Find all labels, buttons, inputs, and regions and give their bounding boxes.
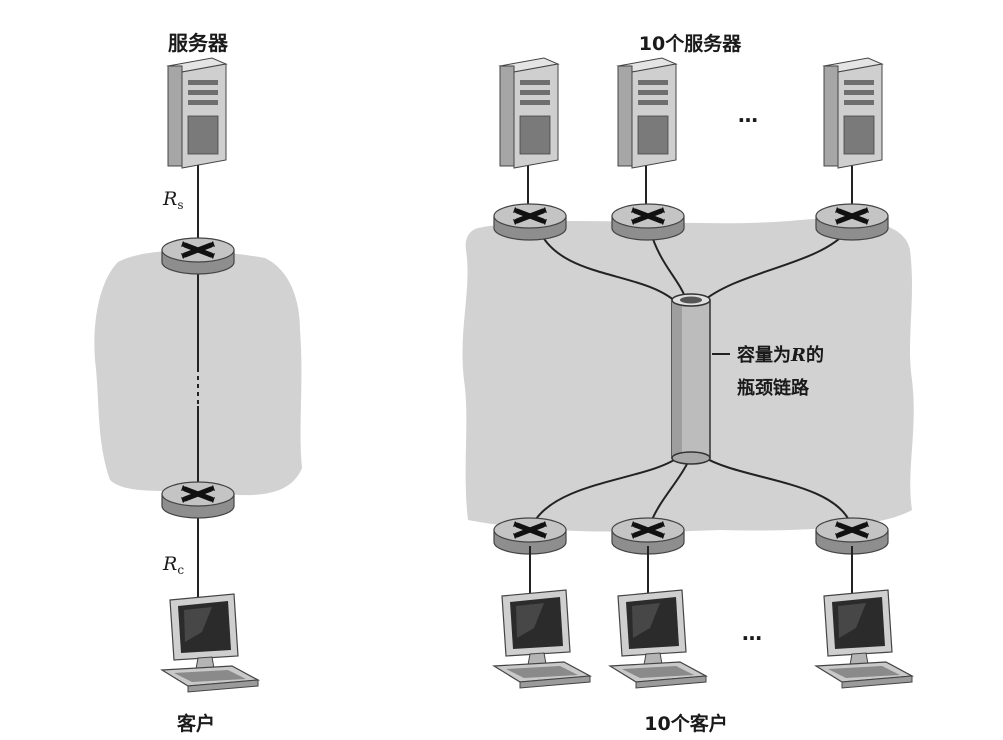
rs-label: Rs	[162, 188, 183, 212]
right-network: 10个服务器 … … 10个客户 容量为R的 瓶颈链路	[462, 32, 914, 735]
rs-sub: s	[177, 198, 183, 212]
servers-label: 10个服务器	[639, 32, 742, 55]
router-top-3	[816, 204, 888, 240]
router-top-1	[494, 204, 566, 240]
clients-label: 10个客户	[644, 712, 727, 735]
client-icon-3	[815, 589, 913, 689]
left-network-cloud	[94, 250, 302, 496]
bottleneck-pre: 容量为	[737, 344, 791, 366]
link-r3-pipe	[701, 229, 849, 303]
bottleneck-var: R	[790, 345, 806, 366]
client-icon-1	[493, 589, 591, 689]
rc-sub: c	[177, 563, 184, 577]
left-server-icon	[167, 57, 227, 169]
client-icon-2	[609, 589, 707, 689]
servers-ellipsis: …	[738, 103, 758, 127]
link-pipe-c3	[701, 455, 851, 523]
left-router-top	[162, 238, 234, 274]
rc-main: R	[162, 553, 177, 575]
left-router-bottom	[162, 482, 234, 518]
link-r1-pipe	[537, 227, 677, 303]
bottleneck-label-line2: 瓶颈链路	[737, 377, 810, 399]
bottleneck-link	[671, 293, 711, 465]
server-icon-3	[823, 57, 883, 169]
server-icon-2	[617, 57, 677, 169]
router-top-2	[612, 204, 684, 240]
left-server-label: 服务器	[168, 31, 229, 55]
clients-ellipsis: …	[742, 621, 762, 645]
left-client-label: 客户	[177, 712, 215, 735]
rc-label: Rc	[162, 553, 184, 577]
link-pipe-c1	[533, 455, 681, 523]
left-client-icon	[161, 593, 259, 693]
bottleneck-post: 的	[806, 344, 824, 366]
server-icon-1	[499, 57, 559, 169]
left-network: 服务器 Rs Rc 客户	[94, 31, 302, 735]
rs-main: R	[162, 188, 177, 210]
bottleneck-label-line1: 容量为R的	[737, 344, 824, 366]
